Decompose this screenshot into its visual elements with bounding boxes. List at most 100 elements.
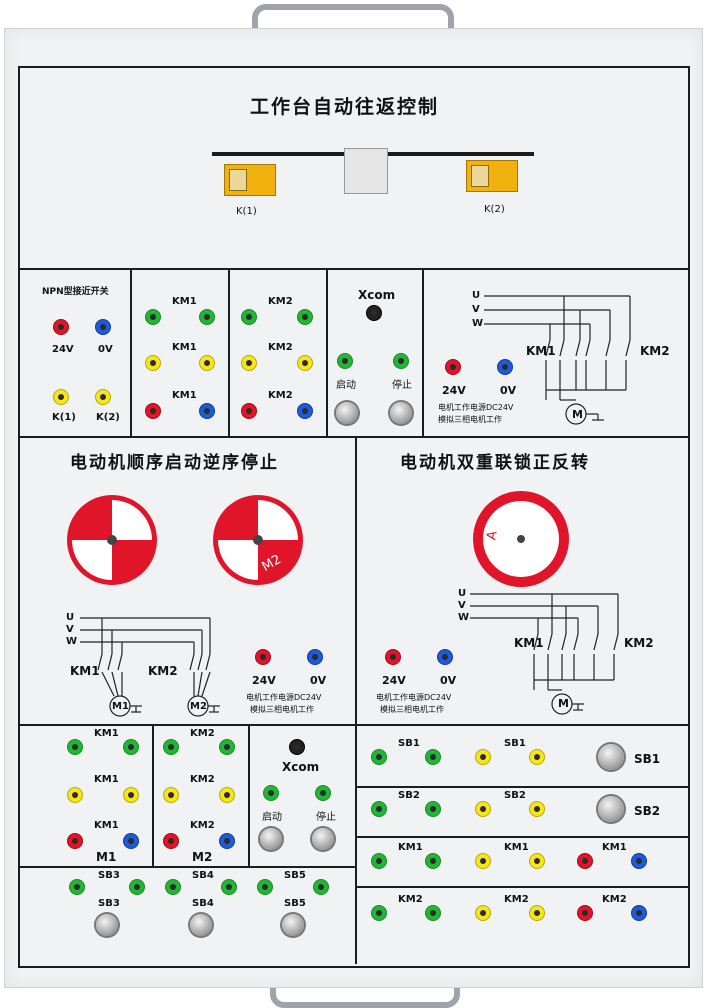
br-sb1-no-jack-a[interactable] xyxy=(372,750,386,764)
bl-xcom-jack[interactable] xyxy=(290,740,304,754)
npn-24v-jack[interactable] xyxy=(54,320,68,334)
br-sb1-nc-jack-a[interactable] xyxy=(476,750,490,764)
br-km1-nc-jack-b[interactable] xyxy=(530,854,544,868)
km2-nc-jack-a[interactable] xyxy=(242,356,256,370)
br-km1-no-jack-b[interactable] xyxy=(426,854,440,868)
phase-u-label: U xyxy=(472,290,481,301)
motor-top-0v-jack[interactable] xyxy=(498,360,512,374)
br-km2-nc-jack-a[interactable] xyxy=(476,906,490,920)
km1-coil-jack-b[interactable] xyxy=(200,404,214,418)
bl-stop-jack[interactable] xyxy=(316,786,330,800)
start-jack[interactable] xyxy=(338,354,352,368)
km2-no-jack-a[interactable] xyxy=(242,310,256,324)
br-sb2-button[interactable] xyxy=(598,796,624,822)
br-km1-coil-jack-b[interactable] xyxy=(632,854,646,868)
bl-km2-coil-jack-a[interactable] xyxy=(164,834,178,848)
bl-km1-nc-jack-a[interactable] xyxy=(68,788,82,802)
npn-0v-jack[interactable] xyxy=(96,320,110,334)
motor1-disc[interactable] xyxy=(66,494,158,586)
npn-24v-label: 24V xyxy=(52,344,74,355)
br-sb1-nc-jack-b[interactable] xyxy=(530,750,544,764)
br-km2-no-jack-b[interactable] xyxy=(426,906,440,920)
bl-stop-label: 停止 xyxy=(316,812,336,823)
bl-km2-nc-jack-b[interactable] xyxy=(220,788,234,802)
motor-top-24v-jack[interactable] xyxy=(446,360,460,374)
sb3-contact-label: SB3 xyxy=(98,870,120,881)
br-km1-nc-jack-a[interactable] xyxy=(476,854,490,868)
bl-km2-no-jack-b[interactable] xyxy=(220,740,234,754)
start-button[interactable] xyxy=(336,402,358,424)
bl-km1-no-label: KM1 xyxy=(94,728,119,739)
br-km2-coil-jack-a[interactable] xyxy=(578,906,592,920)
motor-wiring-diagram xyxy=(484,295,631,425)
interlock-km2-label: KM2 xyxy=(624,636,654,650)
km2-nc-jack-b[interactable] xyxy=(298,356,312,370)
bl-km1-nc-jack-b[interactable] xyxy=(124,788,138,802)
sb3-jack-b[interactable] xyxy=(130,880,144,894)
br-sb2-nc-label: SB2 xyxy=(504,790,526,801)
bl-start-button[interactable] xyxy=(260,828,282,850)
workbench-slider[interactable] xyxy=(344,148,388,194)
br-sb1-no-jack-b[interactable] xyxy=(426,750,440,764)
seq-24v-label: 24V xyxy=(252,674,276,687)
sensor-left-label: K(1) xyxy=(236,206,257,217)
km1-nc-jack-a[interactable] xyxy=(146,356,160,370)
br-sb2-nc-jack-a[interactable] xyxy=(476,802,490,816)
bl-stop-button[interactable] xyxy=(312,828,334,850)
interlock-w-label: W xyxy=(458,612,470,623)
km1-no-jack-a[interactable] xyxy=(146,310,160,324)
sb3-button[interactable] xyxy=(96,914,118,936)
sb4-button[interactable] xyxy=(190,914,212,936)
sb5-jack-a[interactable] xyxy=(258,880,272,894)
km2-no-jack-b[interactable] xyxy=(298,310,312,324)
interlock-0v-label: 0V xyxy=(440,674,457,687)
sb5-button[interactable] xyxy=(282,914,304,936)
npn-k1-label: K(1) xyxy=(52,412,76,423)
npn-k2-jack[interactable] xyxy=(96,390,110,404)
interlock-0v-jack[interactable] xyxy=(438,650,452,664)
npn-k1-jack[interactable] xyxy=(54,390,68,404)
br-km2-no-jack-a[interactable] xyxy=(372,906,386,920)
sb5-jack-b[interactable] xyxy=(314,880,328,894)
br-sb2-no-jack-b[interactable] xyxy=(426,802,440,816)
br-sb2-nc-jack-b[interactable] xyxy=(530,802,544,816)
seq-24v-jack[interactable] xyxy=(256,650,270,664)
interlock-24v-jack[interactable] xyxy=(386,650,400,664)
km2-coil-jack-b[interactable] xyxy=(298,404,312,418)
br-km2-coil-jack-b[interactable] xyxy=(632,906,646,920)
sb4-jack-a[interactable] xyxy=(166,880,180,894)
br-sb1-button[interactable] xyxy=(598,744,624,770)
sequence-section-title: 电动机顺序启动逆序停止 xyxy=(70,453,279,473)
br-sb2-no-jack-a[interactable] xyxy=(372,802,386,816)
bl-km2-coil-jack-b[interactable] xyxy=(220,834,234,848)
bl-km1-no-jack-b[interactable] xyxy=(124,740,138,754)
stop-jack[interactable] xyxy=(394,354,408,368)
br-km1-coil-jack-a[interactable] xyxy=(578,854,592,868)
sb3-jack-a[interactable] xyxy=(70,880,84,894)
interlock-disc[interactable] xyxy=(472,490,570,588)
br-km1-no-jack-a[interactable] xyxy=(372,854,386,868)
bl-km2-no-jack-a[interactable] xyxy=(164,740,178,754)
bl-km2-nc-jack-a[interactable] xyxy=(164,788,178,802)
seq-m2-label: M2 xyxy=(190,701,207,712)
km2-coil-jack-a[interactable] xyxy=(242,404,256,418)
start-label: 启动 xyxy=(336,380,356,391)
bl-km1-coil-jack-a[interactable] xyxy=(68,834,82,848)
seq-0v-jack[interactable] xyxy=(308,650,322,664)
motor2-disc[interactable] xyxy=(212,494,304,586)
bl-km1-no-jack-a[interactable] xyxy=(68,740,82,754)
motor-top-note2: 模拟三相电机工作 xyxy=(438,415,502,424)
stop-button[interactable] xyxy=(390,402,412,424)
km2-nc-label: KM2 xyxy=(268,342,293,353)
xcom-jack[interactable] xyxy=(367,306,381,320)
bl-m2-label: M2 xyxy=(192,850,213,864)
bl-start-jack[interactable] xyxy=(264,786,278,800)
km1-nc-jack-b[interactable] xyxy=(200,356,214,370)
sb4-jack-b[interactable] xyxy=(222,880,236,894)
bl-km1-coil-jack-b[interactable] xyxy=(124,834,138,848)
km1-no-label: KM1 xyxy=(172,296,197,307)
npn-header: NPN型接近开关 xyxy=(42,287,109,297)
br-km2-nc-jack-b[interactable] xyxy=(530,906,544,920)
km1-coil-jack-a[interactable] xyxy=(146,404,160,418)
km1-no-jack-b[interactable] xyxy=(200,310,214,324)
